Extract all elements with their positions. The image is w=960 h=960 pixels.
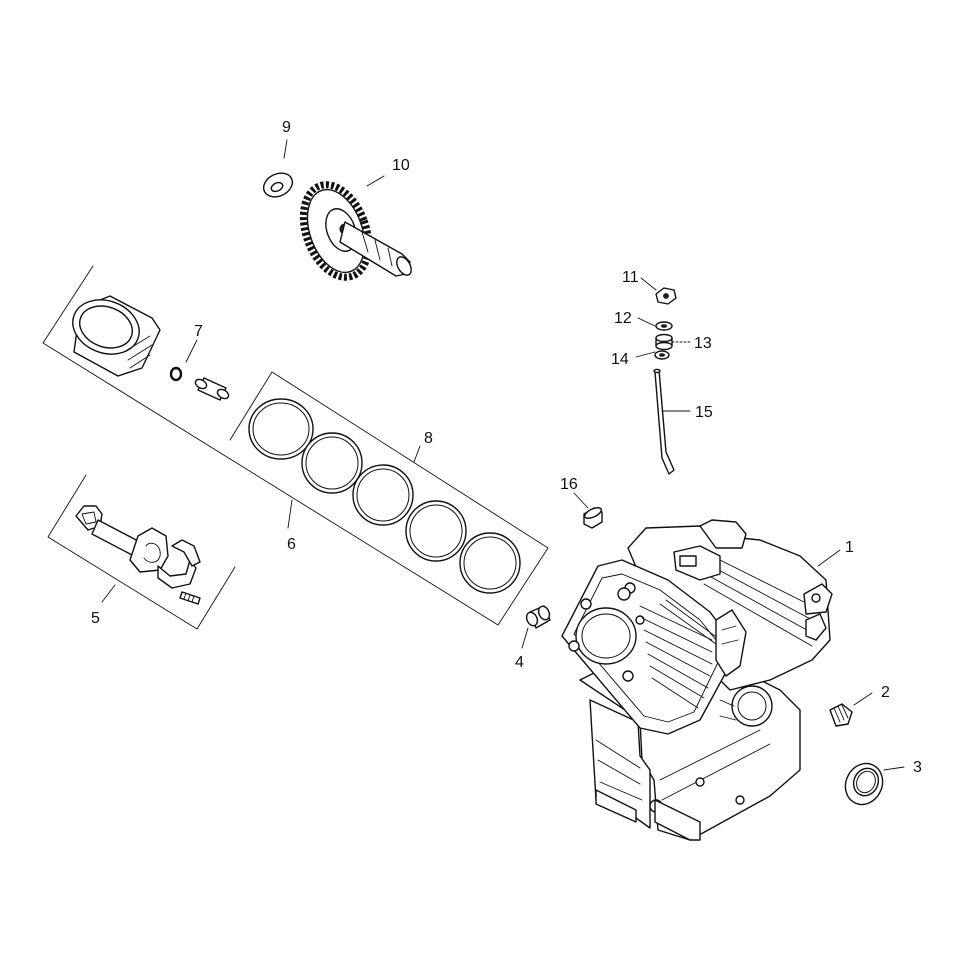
tube-icon [653, 368, 675, 475]
callout-3: 3 [913, 759, 922, 776]
oil-seal-icon [844, 762, 884, 806]
rod-bolt-icon [179, 591, 201, 605]
rod-kit-outline [47, 474, 236, 630]
callout-10: 10 [392, 157, 410, 174]
piston-rings-icon [248, 398, 521, 594]
callout-15: 15 [695, 404, 713, 421]
callout-13: 13 [694, 335, 712, 352]
callout-11: 11 [622, 269, 639, 286]
callout-4: 4 [515, 654, 524, 671]
washer-icon [655, 321, 673, 331]
nut-icon [655, 287, 677, 305]
callout-12: 12 [614, 310, 632, 327]
piston-kit-outline [42, 265, 549, 626]
callout-1: 1 [845, 539, 854, 556]
connecting-rod-icon [75, 505, 201, 605]
callout-7: 7 [194, 323, 203, 340]
dowel-icon [525, 605, 551, 629]
callout-8: 8 [424, 430, 433, 447]
callout-2: 2 [881, 684, 890, 701]
camshaft-gear-icon [299, 181, 412, 281]
callout-16: 16 [560, 476, 578, 493]
callout-14: 14 [611, 351, 629, 368]
callout-labels: 9 10 7 8 6 5 4 16 11 12 13 14 15 1 2 3 [91, 119, 922, 776]
callout-5: 5 [91, 610, 100, 627]
washer-icon [262, 172, 294, 198]
snap-ring-icon [169, 366, 183, 382]
leader-lines [101, 139, 905, 771]
plug-icon [829, 703, 853, 727]
piston-pin-icon [194, 377, 230, 401]
bushing-icon [583, 507, 603, 529]
piston-icon [72, 295, 161, 377]
crankcase-icon [561, 519, 833, 841]
grommet-icon [655, 333, 673, 351]
washer-icon [654, 350, 670, 360]
callout-9: 9 [282, 119, 291, 136]
callout-6: 6 [287, 536, 296, 553]
